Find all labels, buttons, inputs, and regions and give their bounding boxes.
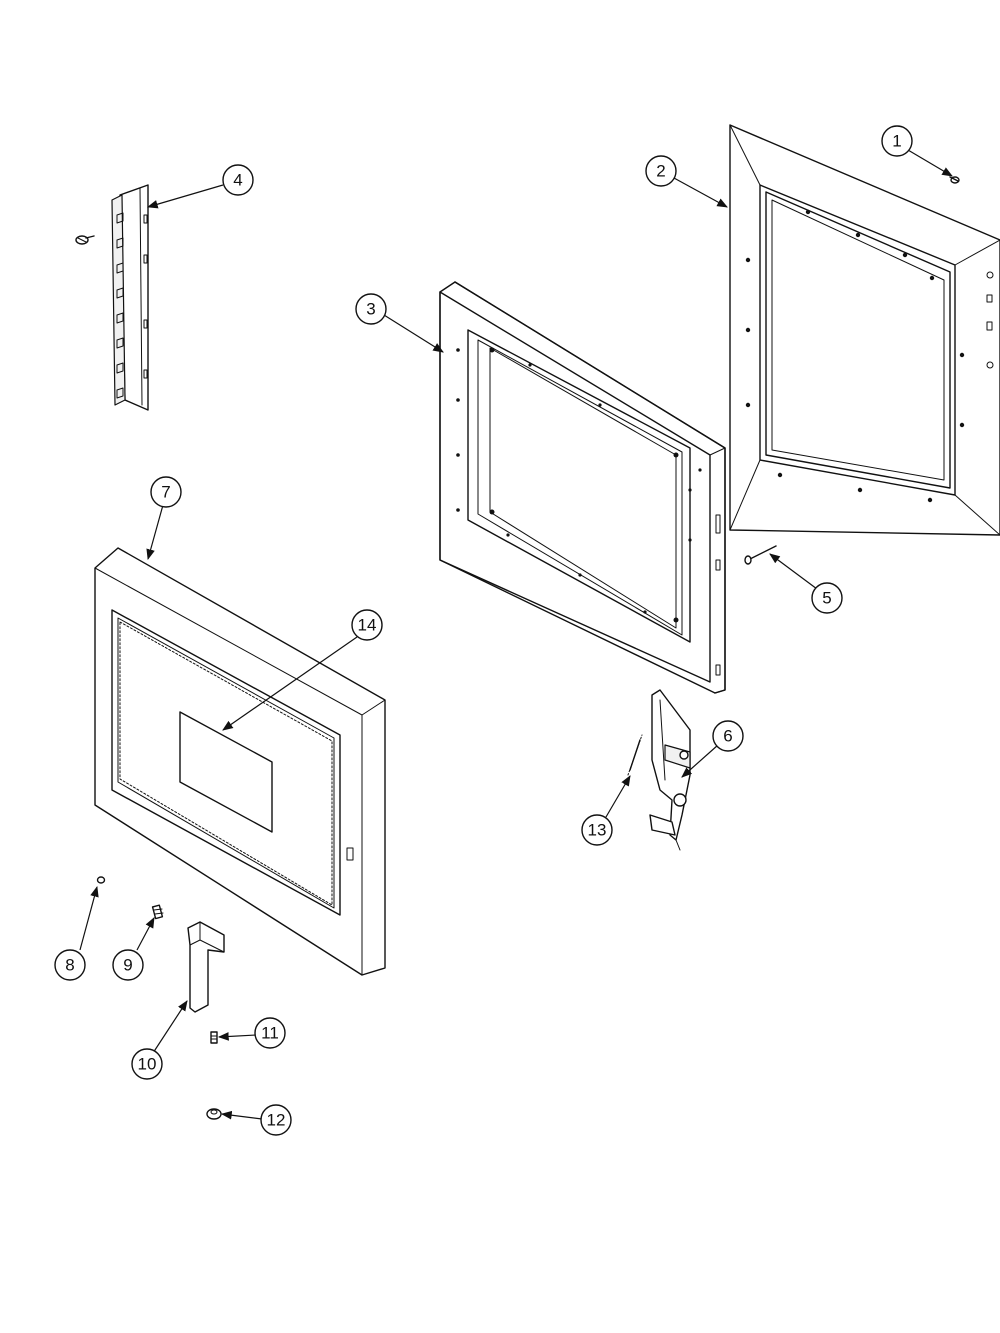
- door-handle: [187, 921, 225, 1013]
- hinge-bracket: [111, 184, 149, 411]
- callout-label: 13: [588, 821, 607, 840]
- callout-8: 8: [54, 949, 86, 981]
- callout-5: 5: [811, 582, 843, 614]
- label-plate: [179, 711, 273, 833]
- callout-11: 11: [254, 1017, 286, 1049]
- callout-3: 3: [355, 293, 387, 325]
- callout-label: 14: [358, 616, 377, 635]
- callout-label: 7: [161, 483, 170, 502]
- callout-label: 4: [233, 171, 242, 190]
- callout-label: 2: [656, 162, 665, 181]
- callout-label: 5: [822, 589, 831, 608]
- callout-label: 10: [138, 1055, 157, 1074]
- callout-2: 2: [645, 155, 677, 187]
- inner-door-frame: [439, 281, 726, 694]
- screw-part-9: [151, 904, 164, 920]
- callout-4: 4: [222, 164, 254, 196]
- callout-10: 10: [131, 1048, 163, 1080]
- callout-7: 7: [150, 476, 182, 508]
- nut-part-12: [206, 1108, 222, 1120]
- screw-part-4: [75, 235, 95, 245]
- callout-9: 9: [112, 949, 144, 981]
- callout-13: 13: [581, 814, 613, 846]
- pin-part-5: [744, 545, 777, 565]
- callout-label: 9: [123, 956, 132, 975]
- callout-label: 12: [267, 1111, 286, 1130]
- callout-label: 8: [65, 956, 74, 975]
- latch-assembly: [649, 689, 691, 851]
- outer-door-frame: [729, 124, 1000, 536]
- callout-label: 3: [366, 300, 375, 319]
- callout-6: 6: [712, 720, 744, 752]
- screw-part-8: [96, 876, 106, 884]
- spring-part-13: [627, 734, 643, 776]
- leader-lines: [79, 149, 953, 1120]
- callout-14: 14: [351, 609, 383, 641]
- callout-12: 12: [260, 1104, 292, 1136]
- screw-part-11: [210, 1031, 218, 1044]
- callout-label: 1: [892, 132, 901, 151]
- screw-part-1: [949, 176, 960, 184]
- callout-label: 6: [723, 727, 732, 746]
- callout-1: 1: [881, 125, 913, 157]
- callout-label: 11: [261, 1024, 279, 1043]
